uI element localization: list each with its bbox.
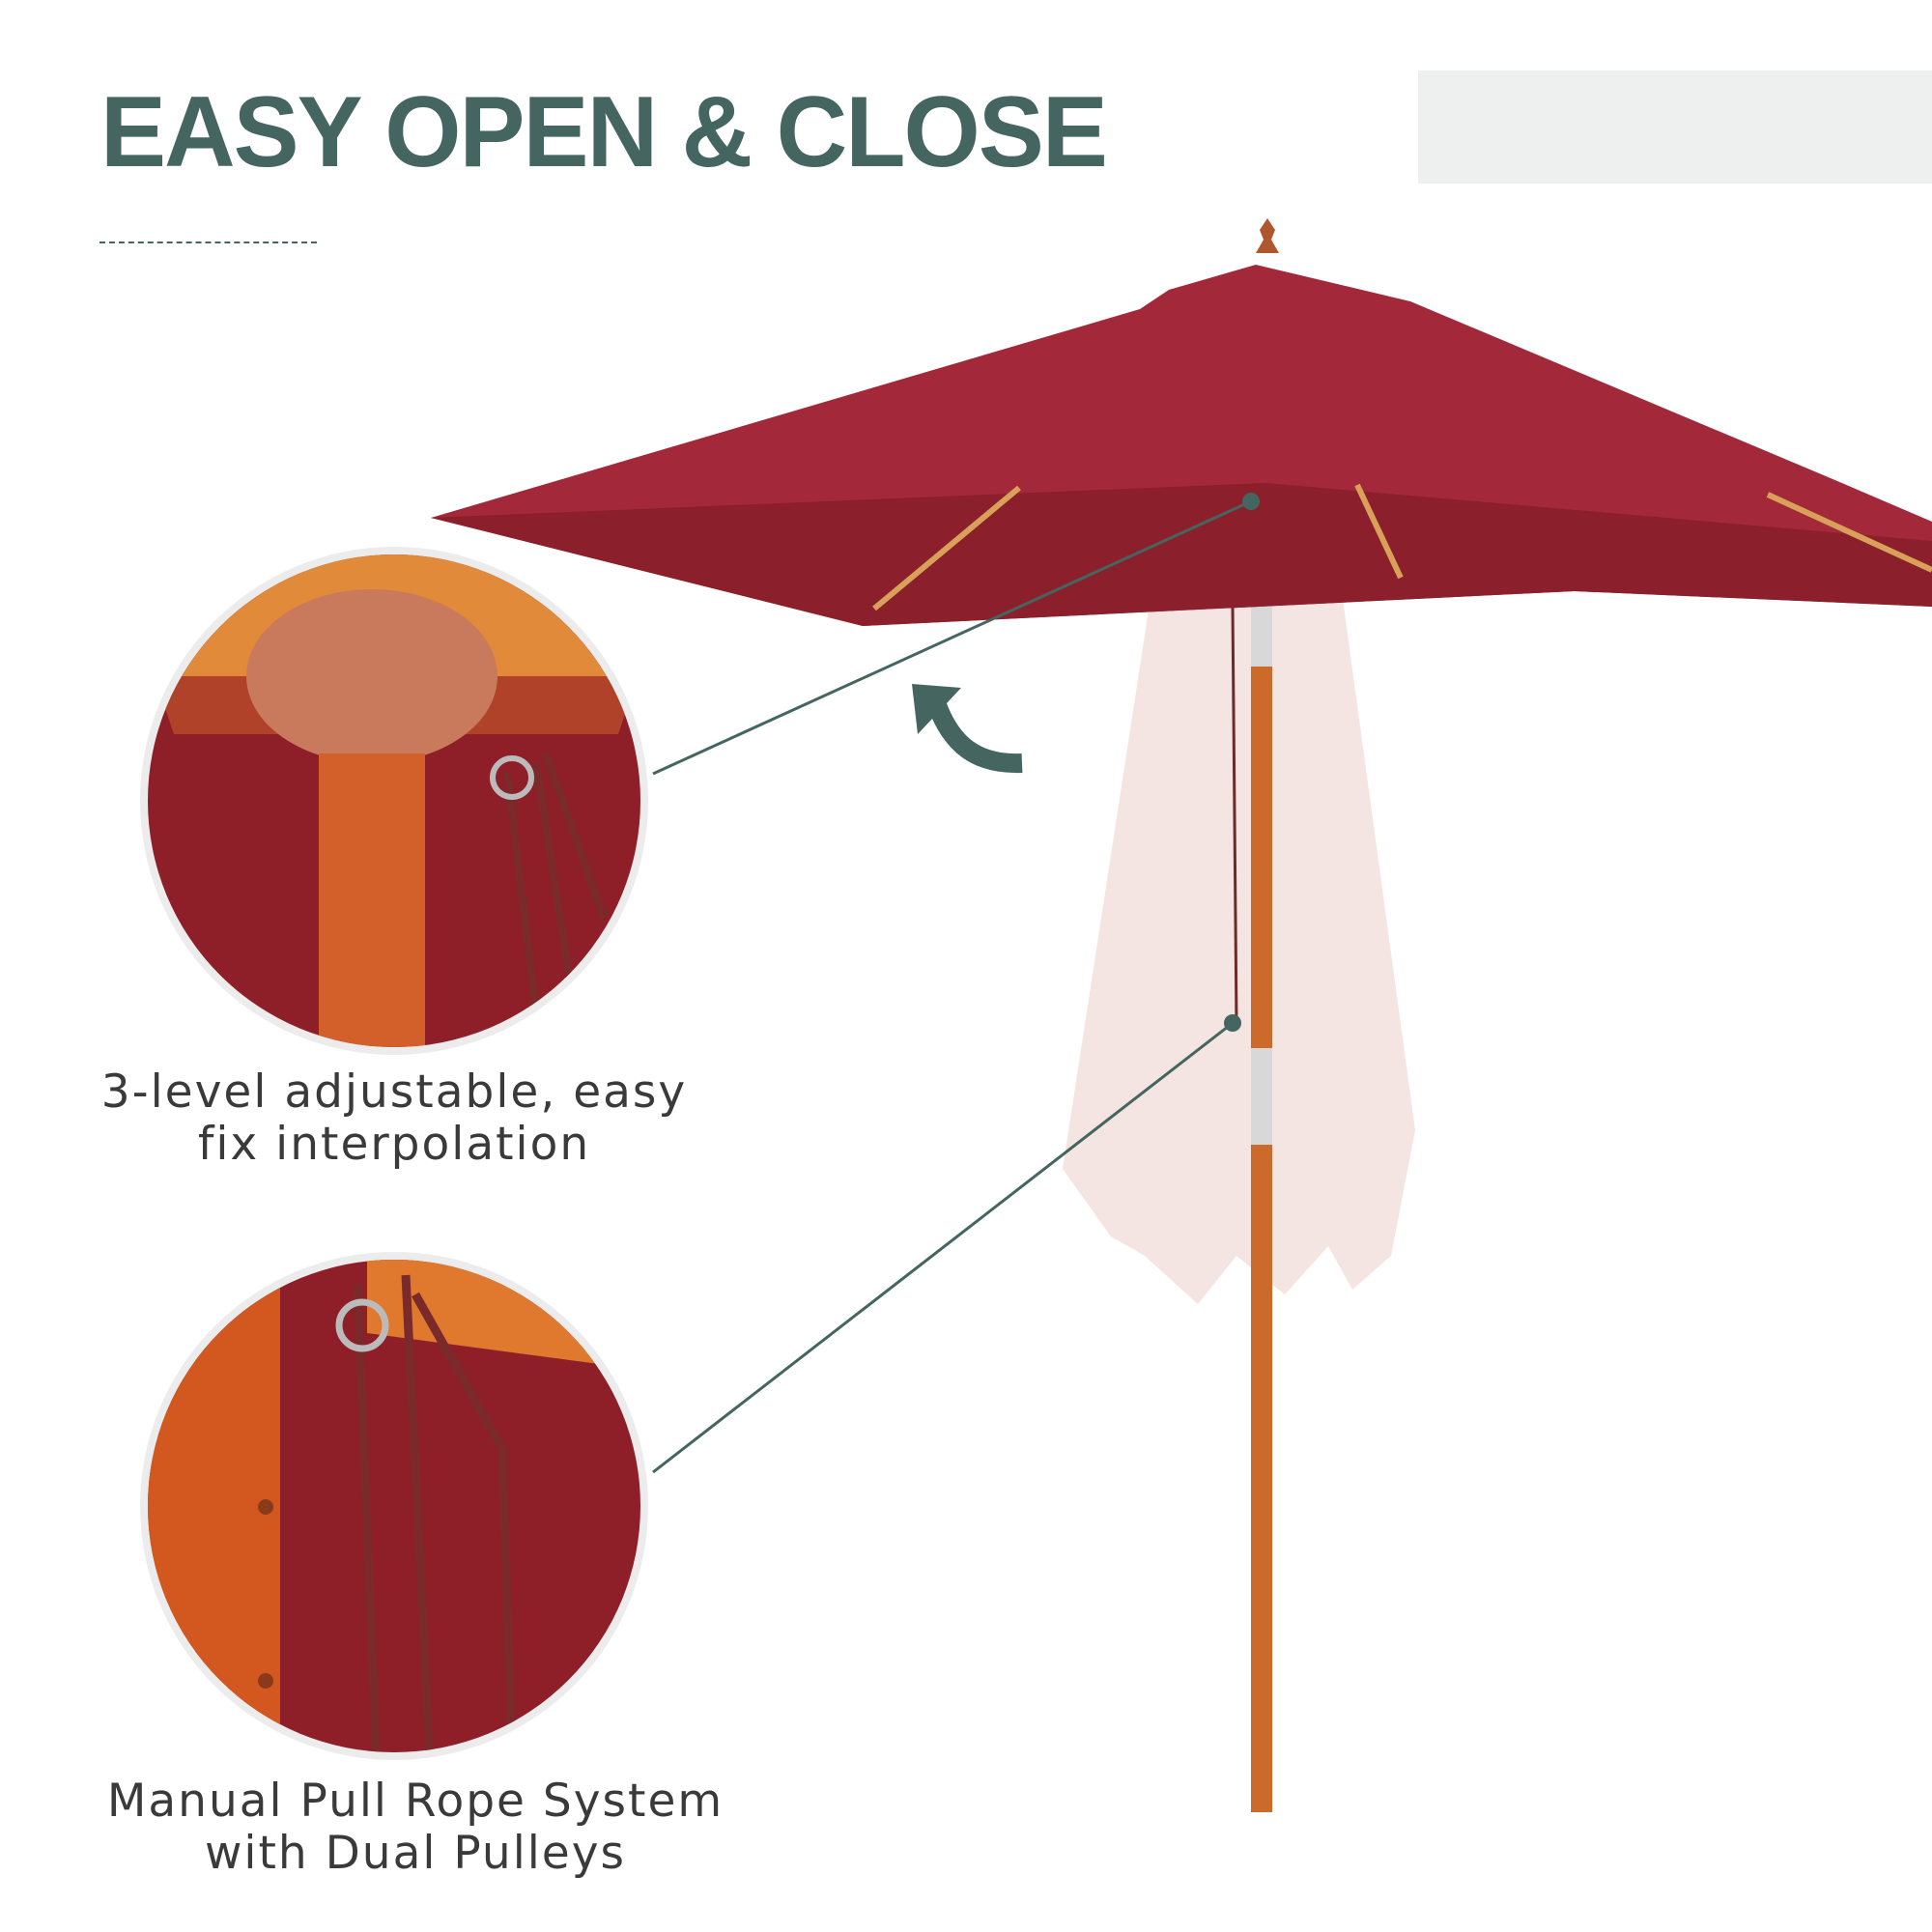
closed-canopy-ghost (1063, 599, 1415, 1304)
callout-line-bottom (652, 1021, 1234, 1474)
feature-image-hub (140, 547, 648, 1055)
caption-line: with Dual Pulleys (204, 1827, 627, 1880)
feature-image-rope (140, 1252, 648, 1760)
header-badge-box (1418, 71, 1932, 184)
caption-line: Manual Pull Rope System (106, 1775, 724, 1828)
callout-dot-top (1242, 493, 1260, 510)
caption-line: 3-level adjustable, easy (100, 1065, 688, 1119)
callout-line-top (652, 499, 1252, 776)
page-title: EASY OPEN & CLOSE (100, 76, 1108, 188)
title-divider (99, 242, 317, 243)
umbrella-pole (1251, 487, 1272, 1812)
umbrella-finial (1256, 218, 1279, 253)
open-close-arrow-icon (912, 684, 1023, 774)
feature-caption-hub: 3-level adjustable, easy fix interpolati… (27, 1066, 761, 1171)
feature-caption-rope: Manual Pull Rope System with Dual Pulley… (48, 1776, 782, 1880)
callout-dot-bottom (1224, 1014, 1241, 1032)
caption-line: fix interpolation (197, 1118, 591, 1171)
